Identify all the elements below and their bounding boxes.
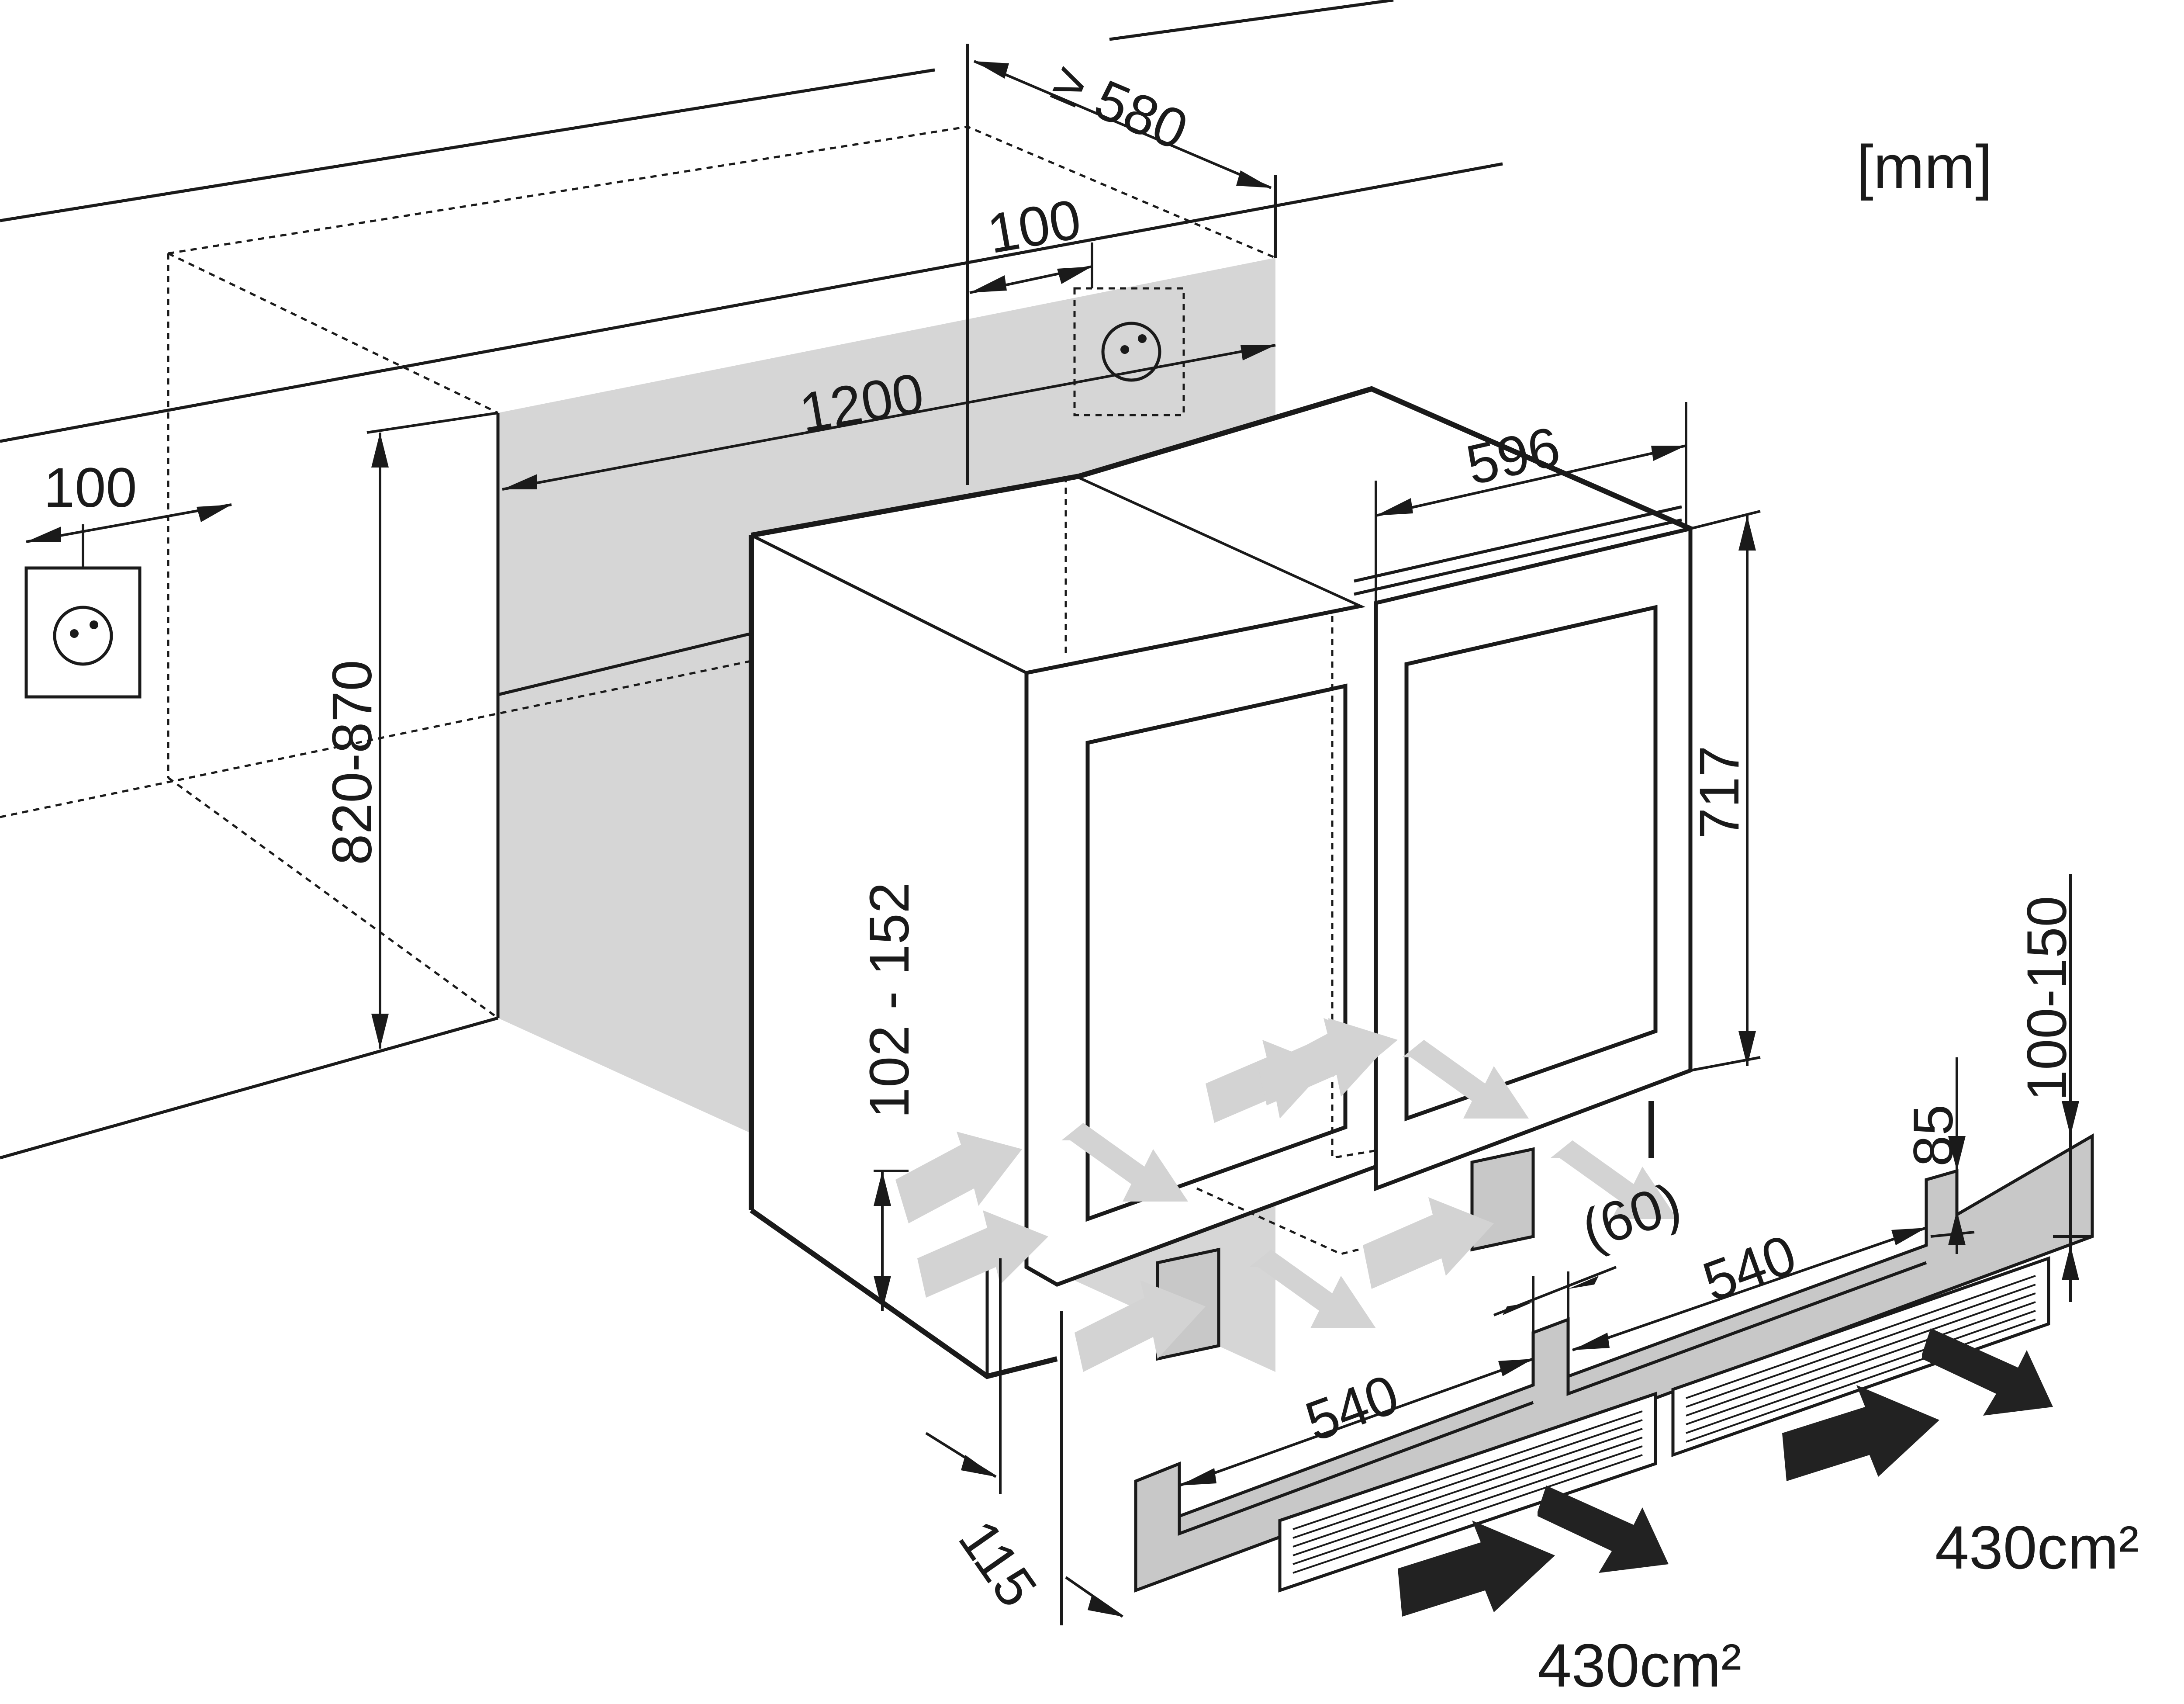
- airflow-arrow-icon: [895, 1132, 1022, 1223]
- airflow-arrow-icon: [1551, 1140, 1677, 1219]
- socket-offset-right-label: 100: [983, 188, 1085, 266]
- appliance-left: [749, 473, 1385, 1379]
- airflow-arrow-icon: [1922, 1328, 2053, 1416]
- power-socket-right: [1073, 287, 1185, 416]
- airflow-arrows: [895, 1018, 1677, 1372]
- plinth-gap-label: (60): [1574, 1171, 1688, 1261]
- vent-area-front-label: 430cm²: [1538, 1631, 1742, 1700]
- dimension-lines: [26, 60, 2092, 1625]
- airflow-arrow-icon: [1402, 1040, 1529, 1119]
- appliance-right: [1078, 386, 1693, 1252]
- airflow-arrow-icon: [1782, 1385, 1939, 1481]
- vent-area-right-label: 430cm²: [1935, 1513, 2139, 1582]
- airflow-arrow-icon: [917, 1210, 1048, 1298]
- airflow-arrow-icon: [1249, 1250, 1376, 1328]
- power-socket-icon: [53, 606, 113, 666]
- airflow-arrow-icon: [1398, 1520, 1555, 1617]
- niche-height-label: 820-870: [321, 660, 384, 865]
- plinth-step-label: 85: [1902, 1105, 1965, 1167]
- airflow-arrow-icon: [1267, 1018, 1398, 1101]
- depth-min-label: ≥ 580: [1044, 50, 1196, 162]
- vent-grille-front: [1278, 1392, 1657, 1593]
- plinth-height-label: 100-150: [2016, 896, 2078, 1101]
- plinth-depth-label: 115: [947, 1509, 1049, 1618]
- unit-label: [mm]: [1856, 132, 1992, 201]
- power-socket-left: [24, 566, 142, 699]
- vent-grille-right: [1671, 1256, 2050, 1457]
- airflow-arrow-icon: [1061, 1123, 1188, 1202]
- foot-height-label: 102 - 152: [858, 882, 921, 1119]
- airflow-arrow-icon: [1075, 1280, 1206, 1372]
- plinth: [1134, 1133, 2094, 1593]
- socket-offset-left-label: 100: [44, 457, 137, 519]
- power-socket-icon: [1101, 322, 1161, 382]
- airflow-arrow-icon: [1363, 1197, 1494, 1289]
- airflow-arrow-icon: [1538, 1486, 1669, 1573]
- appliance-height-label: 717: [1688, 745, 1751, 839]
